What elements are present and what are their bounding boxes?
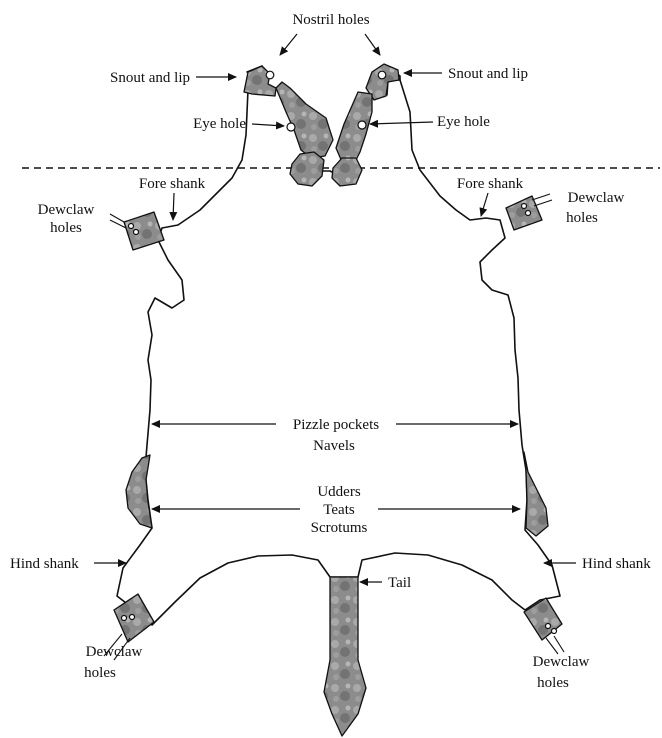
jowl-patch-right xyxy=(331,157,363,187)
label-navels: Navels xyxy=(313,438,355,454)
label-tail: Tail xyxy=(388,575,411,591)
label-dewclaw-fore-right-holes: holes xyxy=(566,210,598,226)
label-hind-shank-left: Hind shank xyxy=(10,556,79,572)
face-patch-right xyxy=(335,91,373,165)
flank-patch-left xyxy=(125,454,153,529)
dewclaw-line-hind-right-2 xyxy=(545,637,559,655)
dewclaw-line-hind-left-1 xyxy=(103,633,123,657)
jowl-patch-left xyxy=(289,151,325,187)
label-dewclaw-fore-right: Dewclaw xyxy=(568,190,625,206)
label-teats: Teats xyxy=(323,502,355,518)
dewclaw-hole-fore-left-1 xyxy=(127,222,135,230)
nostril-hole-right xyxy=(377,70,387,80)
dewclaw-line-fore-left-1 xyxy=(109,213,125,223)
label-pizzle-pockets: Pizzle pockets xyxy=(293,417,379,433)
label-hind-shank-right: Hind shank xyxy=(582,556,651,572)
fore-shank-patch-left xyxy=(123,211,165,251)
label-dewclaw-hind-left-holes: holes xyxy=(84,665,116,681)
face-patch-left xyxy=(275,81,334,159)
arrow-eye-right xyxy=(369,119,434,128)
dewclaw-hole-fore-left-2 xyxy=(132,228,140,236)
arrow-nostril-left xyxy=(279,33,298,56)
fore-shank-patch-right xyxy=(505,195,543,231)
dewclaw-hole-hind-right-1 xyxy=(544,622,552,630)
arrow-eye-left xyxy=(251,121,285,130)
tail-patch xyxy=(323,576,367,737)
label-dewclaw-hind-right: Dewclaw xyxy=(533,654,590,670)
snout-patch-right xyxy=(365,63,400,101)
label-udders: Udders xyxy=(317,484,360,500)
label-dewclaw-hind-left: Dewclaw xyxy=(86,644,143,660)
dewclaw-hole-fore-right-2 xyxy=(524,209,532,217)
dewclaw-line-fore-left-2 xyxy=(109,219,127,229)
label-fore-shank-left: Fore shank xyxy=(139,176,206,192)
label-snout-lip-right: Snout and lip xyxy=(448,66,528,82)
label-eye-hole-right: Eye hole xyxy=(437,114,490,130)
dewclaw-line-fore-right-2 xyxy=(533,199,553,207)
label-fore-shank-right: Fore shank xyxy=(457,176,524,192)
label-nostril-holes: Nostril holes xyxy=(292,12,369,28)
label-eye-hole-left: Eye hole xyxy=(193,116,246,132)
dewclaw-line-hind-left-2 xyxy=(113,637,131,661)
label-dewclaw-fore-left-holes: holes xyxy=(50,220,82,236)
dewclaw-hole-hind-left-2 xyxy=(128,613,136,621)
dewclaw-line-fore-right-1 xyxy=(531,193,551,201)
label-dewclaw-hind-right-holes: holes xyxy=(537,675,569,691)
eye-hole-right xyxy=(357,120,367,130)
label-snout-lip-left: Snout and lip xyxy=(110,70,190,86)
nostril-hole-left xyxy=(265,70,275,80)
label-dewclaw-fore-left: Dewclaw xyxy=(38,202,95,218)
flank-patch-right xyxy=(523,451,549,537)
arrow-fore-shank-left xyxy=(169,192,178,221)
dewclaw-hole-fore-right-1 xyxy=(520,202,528,210)
dewclaw-hole-hind-left-1 xyxy=(120,614,128,622)
dewclaw-hole-hind-right-2 xyxy=(550,627,558,635)
arrow-nostril-right xyxy=(364,33,381,56)
arrow-fore-shank-right xyxy=(479,192,489,217)
label-scrotums: Scrotums xyxy=(311,520,368,536)
eye-hole-left xyxy=(286,122,296,132)
hind-shank-patch-right xyxy=(523,597,563,641)
dewclaw-line-hind-right-1 xyxy=(553,635,565,653)
